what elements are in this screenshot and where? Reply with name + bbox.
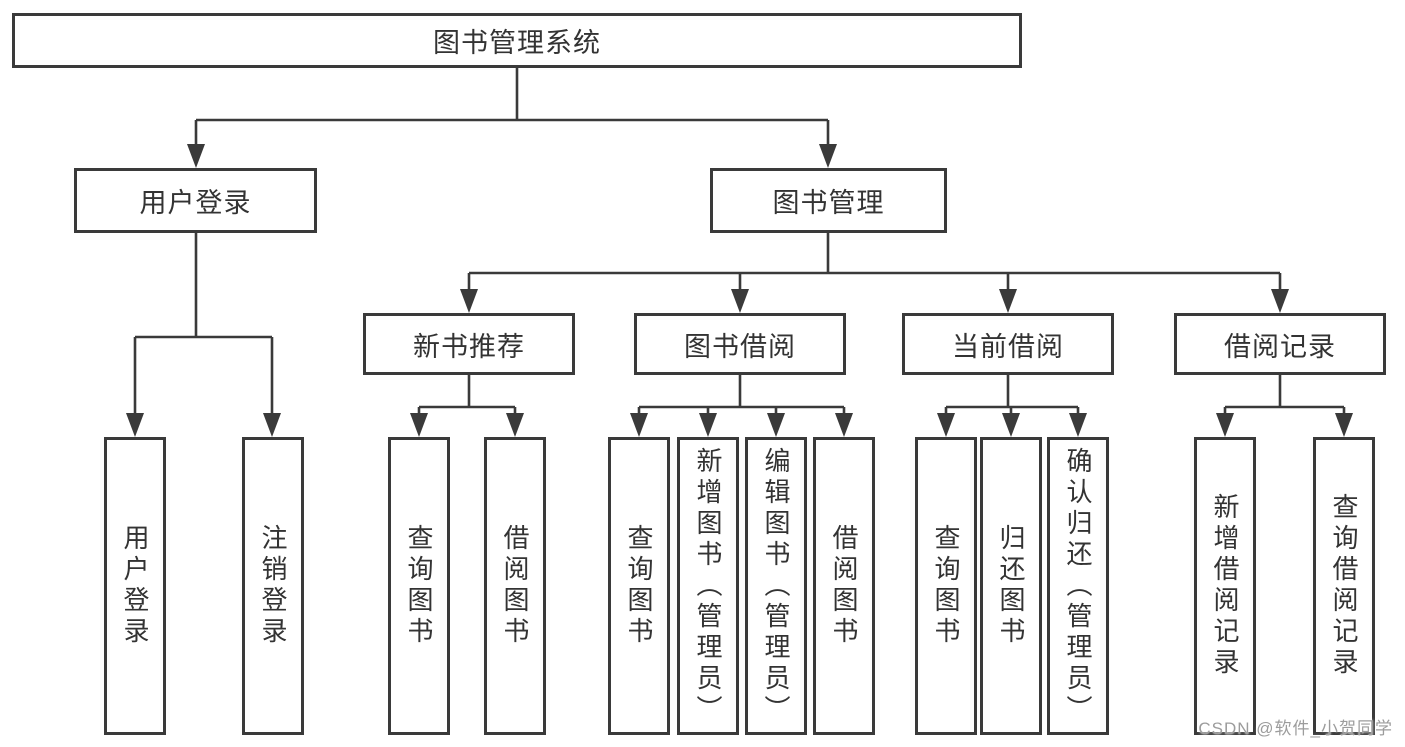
arrowhead	[460, 289, 478, 313]
connector-borrow-records-branch	[1216, 375, 1353, 437]
connector-current-borrow-branch	[937, 375, 1087, 437]
connector-root-to-level2	[187, 68, 837, 168]
connector-book-mgmt-branch	[460, 233, 1289, 313]
leaf-add-books-admin: 新增图书（管理员）	[677, 437, 739, 735]
leaf-label: 新增图书（管理员）	[693, 446, 723, 726]
arrowhead	[731, 289, 749, 313]
arrowhead	[263, 413, 281, 437]
leaf-label: 查询借阅记录	[1329, 493, 1359, 679]
node-borrow-records: 借阅记录	[1174, 313, 1386, 375]
leaf-confirm-return-admin: 确认归还（管理员）	[1047, 437, 1109, 735]
arrowhead	[1002, 413, 1020, 437]
leaf-logout: 注销登录	[242, 437, 304, 735]
arrowhead	[1216, 413, 1234, 437]
node-current-borrowing: 当前借阅	[902, 313, 1114, 375]
leaf-query-books-1: 查询图书	[388, 437, 450, 735]
arrowhead	[937, 413, 955, 437]
leaf-return-books: 归还图书	[980, 437, 1042, 735]
leaf-label: 借阅图书	[829, 524, 859, 648]
leaf-label: 查询图书	[931, 524, 961, 648]
leaf-edit-books-admin: 编辑图书（管理员）	[745, 437, 807, 735]
leaf-query-borrow-record: 查询借阅记录	[1313, 437, 1375, 735]
arrowhead	[1335, 413, 1353, 437]
leaf-label: 借阅图书	[500, 524, 530, 648]
connector-user-login-branch	[126, 233, 281, 437]
arrowhead	[699, 413, 717, 437]
leaf-label: 编辑图书（管理员）	[761, 446, 791, 726]
arrowhead	[835, 413, 853, 437]
leaf-query-books-2: 查询图书	[608, 437, 670, 735]
arrowhead	[999, 289, 1017, 313]
arrowhead	[1271, 289, 1289, 313]
leaf-borrow-books-1: 借阅图书	[484, 437, 546, 735]
leaf-label: 新增借阅记录	[1210, 493, 1240, 679]
leaf-label: 查询图书	[624, 524, 654, 648]
leaf-label: 用户登录	[120, 524, 150, 648]
arrowhead	[187, 144, 205, 168]
leaf-label: 确认归还（管理员）	[1063, 446, 1093, 726]
arrowhead	[126, 413, 144, 437]
arrowhead	[767, 413, 785, 437]
connector-new-book-branch	[410, 375, 524, 437]
node-book-management: 图书管理	[710, 168, 947, 233]
leaf-user-login: 用户登录	[104, 437, 166, 735]
leaf-label: 查询图书	[404, 524, 434, 648]
leaf-label: 归还图书	[996, 524, 1026, 648]
leaf-add-borrow-record: 新增借阅记录	[1194, 437, 1256, 735]
arrowhead	[506, 413, 524, 437]
node-user-login: 用户登录	[74, 168, 317, 233]
node-book-borrowing: 图书借阅	[634, 313, 846, 375]
node-root-system: 图书管理系统	[12, 13, 1022, 68]
csdn-watermark: CSDN @软件_小贺同学	[1198, 719, 1393, 738]
leaf-label: 注销登录	[258, 524, 288, 648]
arrowhead	[410, 413, 428, 437]
arrowhead	[1069, 413, 1087, 437]
arrowhead	[819, 144, 837, 168]
connector-book-borrow-branch	[630, 375, 853, 437]
leaf-query-books-3: 查询图书	[915, 437, 977, 735]
arrowhead	[630, 413, 648, 437]
node-new-book-recommend: 新书推荐	[363, 313, 575, 375]
leaf-borrow-books-2: 借阅图书	[813, 437, 875, 735]
